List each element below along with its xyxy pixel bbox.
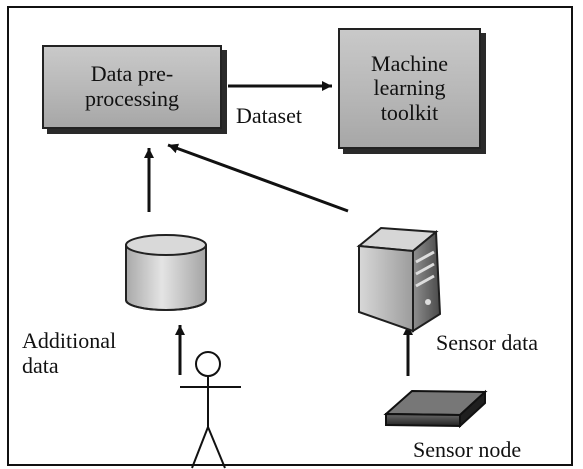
sensor-node-label: Sensor node [413,437,522,462]
sensor-node-icon [383,389,488,429]
ml-toolkit-box: Machine learning toolkit [338,28,481,149]
dataset-label: Dataset [236,103,302,128]
additional-data-label: Additional data [22,328,117,379]
server-to-preprocessing-arrow [167,143,349,213]
user-icon [180,351,241,469]
preprocessing-box: Data pre- processing [42,45,222,129]
database-icon [125,234,207,311]
server-icon [356,226,442,333]
sensor-data-label: Sensor data [436,330,539,355]
